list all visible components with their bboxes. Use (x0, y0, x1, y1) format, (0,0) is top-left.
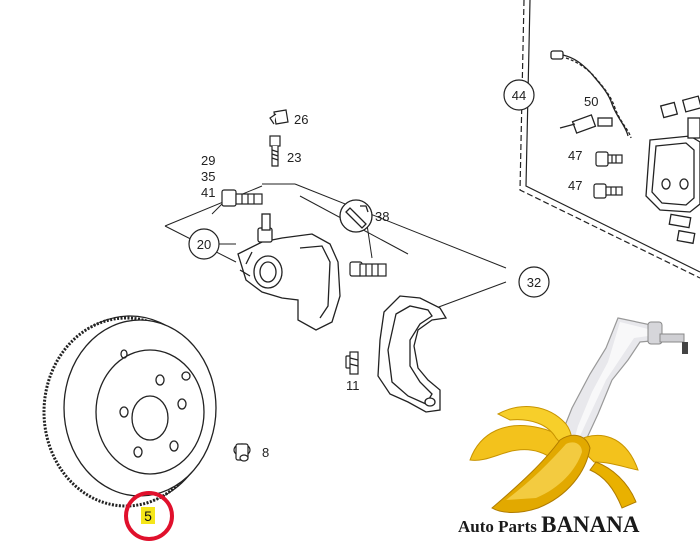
label-47-upper: 47 (568, 148, 582, 163)
label-38: 38 (375, 209, 389, 224)
svg-text:5: 5 (144, 508, 152, 524)
bolt-47-lower (593, 183, 623, 199)
bolt-11 (345, 351, 359, 375)
wrench-icon (339, 199, 373, 233)
svg-text:20: 20 (197, 237, 211, 252)
label-35: 35 (201, 169, 215, 184)
label-47-lower: 47 (568, 178, 582, 193)
wear-sensor (550, 50, 632, 139)
brake-disc (42, 315, 217, 508)
label-50: 50 (584, 94, 598, 109)
callout-44: 44 (503, 79, 535, 111)
caliper-bracket (377, 295, 448, 413)
brake-caliper (237, 213, 341, 331)
label-11: 11 (346, 378, 360, 393)
label-23: 23 (287, 150, 301, 165)
brake-pads (645, 95, 700, 245)
bolt-47-upper (595, 151, 623, 167)
svg-text:32: 32 (527, 275, 541, 290)
svg-text:44: 44 (512, 88, 526, 103)
guide-pin (349, 261, 387, 277)
svg-text:Auto Parts BANANA: Auto Parts BANANA (458, 512, 640, 537)
dust-cap-26 (269, 109, 289, 125)
bleeder-valve-23 (269, 135, 281, 167)
label-26: 26 (294, 112, 308, 127)
label-41: 41 (201, 185, 215, 200)
leader-lines (164, 183, 507, 309)
label-29: 29 (201, 153, 215, 168)
brand-logo: Auto Parts BANANA (458, 512, 640, 537)
pad-kit-panel (519, 0, 700, 279)
label-8: 8 (262, 445, 269, 460)
caliper-bolt (221, 189, 263, 207)
callout-32: 32 (518, 266, 550, 298)
callout-20: 20 (188, 228, 220, 260)
screw-8 (233, 443, 251, 462)
red-marker-circle (124, 491, 174, 541)
highlight-part-5[interactable]: 5 (124, 491, 174, 541)
banana-wrench-icon (469, 317, 688, 513)
